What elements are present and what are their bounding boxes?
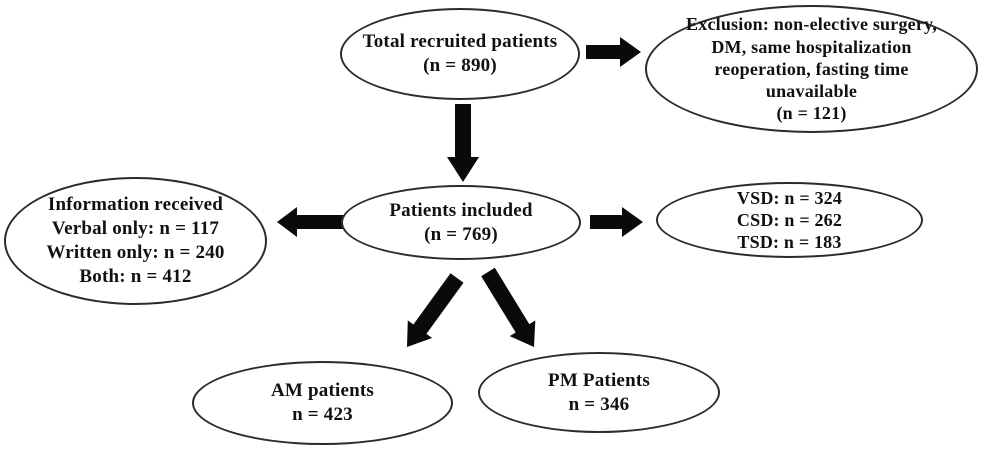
node-included-text: Patients included (n = 769)	[343, 199, 579, 247]
node-am-text: AM patients n = 423	[194, 379, 451, 427]
node-included-line: Patients included	[389, 199, 533, 221]
arrow-included-to-information	[277, 207, 347, 237]
node-patients-included: Patients included (n = 769)	[341, 185, 581, 260]
arrow-included-to-am	[407, 273, 464, 347]
node-information-line: Both: n = 412	[79, 265, 192, 287]
node-information-received: Information received Verbal only: n = 11…	[4, 177, 267, 305]
node-total-line: Total recruited patients	[362, 31, 558, 53]
node-exclusion-line: Exclusion: non-elective surgery,	[686, 14, 937, 35]
node-total-recruited-patients: Total recruited patients (n = 890)	[340, 8, 580, 100]
node-pm-line: PM Patients	[548, 369, 650, 391]
node-exclusion-line: unavailable	[765, 81, 858, 102]
node-am-count: n = 423	[292, 404, 353, 425]
node-subtypes-line: TSD: n = 183	[737, 232, 842, 253]
node-am-line: AM patients	[271, 380, 374, 402]
node-information-line: Written only: n = 240	[46, 242, 225, 263]
node-subtypes-line: VSD: n = 324	[736, 187, 843, 208]
node-total-text: Total recruited patients (n = 890)	[342, 30, 578, 78]
node-subtypes-text: VSD: n = 324 CSD: n = 262 TSD: n = 183	[658, 187, 921, 254]
node-am-patients: AM patients n = 423	[192, 361, 453, 445]
node-total-count: (n = 890)	[423, 55, 497, 76]
node-pm-patients: PM Patients n = 346	[478, 352, 720, 433]
node-exclusion-line: DM, same hospitalization	[711, 36, 912, 57]
arrow-included-to-subtypes	[590, 207, 643, 237]
node-information-text: Information received Verbal only: n = 11…	[6, 193, 265, 289]
node-included-count: (n = 769)	[424, 223, 498, 245]
arrow-included-to-pm	[481, 267, 536, 347]
node-information-line: Verbal only: n = 117	[51, 218, 220, 240]
node-exclusion-line: reoperation, fasting time	[714, 58, 909, 79]
arrow-total-to-included	[447, 104, 479, 182]
node-pm-text: PM Patients n = 346	[480, 369, 718, 417]
arrow-total-to-exclusion	[586, 37, 641, 67]
node-pm-count: n = 346	[568, 393, 630, 415]
node-information-line: Information received	[47, 194, 224, 216]
node-exclusion-count: (n = 121)	[776, 103, 847, 124]
node-exclusion: Exclusion: non-elective surgery, DM, sam…	[645, 5, 978, 133]
node-subtypes-line: CSD: n = 262	[736, 209, 843, 230]
node-exclusion-text: Exclusion: non-elective surgery, DM, sam…	[647, 13, 976, 125]
node-defect-subtypes: VSD: n = 324 CSD: n = 262 TSD: n = 183	[656, 182, 923, 258]
